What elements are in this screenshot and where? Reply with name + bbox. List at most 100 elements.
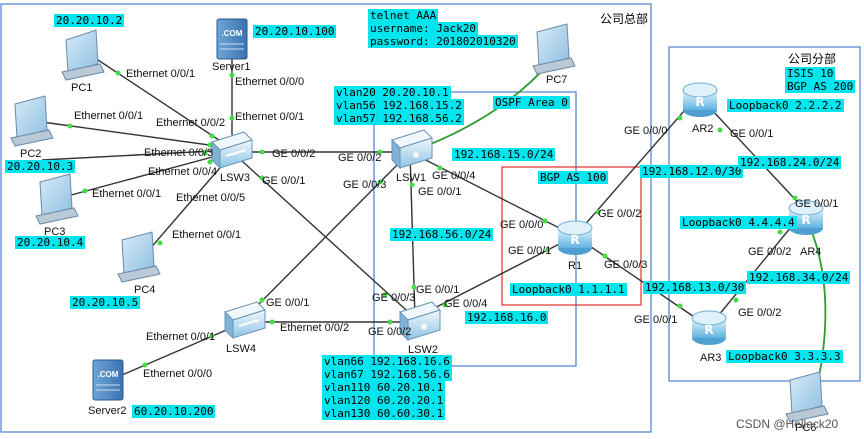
pc4-name: PC4	[134, 284, 156, 296]
port-label: GE 0/0/1	[730, 128, 774, 140]
port-label: Ethernet 0/0/1	[126, 68, 196, 80]
port-label: GE 0/0/3	[604, 259, 648, 271]
port-label: GE 0/0/2	[272, 148, 316, 160]
lsw1-vlan-line: vlan57 192.168.56.2	[334, 112, 464, 125]
pc1-icon	[61, 29, 105, 81]
port-label: Ethernet 0/0/0	[143, 368, 213, 380]
lsw2-icon: ✱	[399, 301, 441, 342]
lsw2-vlan-line: vlan130 60.60.30.1	[322, 407, 446, 420]
port-label: GE 0/0/1	[266, 297, 310, 309]
pc3-icon	[35, 173, 79, 225]
network-13-label: 192.168.13.0/30	[643, 281, 747, 294]
lsw4-name: LSW4	[226, 343, 256, 355]
pc1-ip-label: 20.20.10.2	[54, 14, 125, 27]
network-12-label: 192.168.12.0/30	[640, 165, 744, 178]
ar3-name: AR3	[700, 352, 722, 364]
port-label: GE 0/0/2	[738, 307, 782, 319]
pc1-name: PC1	[71, 82, 93, 94]
telnet-line-1: telnet AAA	[368, 9, 439, 22]
svg-text:R: R	[570, 233, 579, 247]
port-label: GE 0/0/1	[634, 314, 678, 326]
hq-region-title: 公司总部	[600, 12, 649, 26]
port-label: GE 0/0/1	[262, 175, 306, 187]
lsw2-vlan-line: vlan110 60.20.10.1	[322, 381, 446, 394]
ar2-name: AR2	[692, 123, 714, 135]
ar4-loopback-label: Loopback0 4.4.4.4	[680, 216, 797, 229]
server1-ip-label: 20.20.10.100	[253, 25, 337, 38]
port-label: Ethernet 0/0/2	[156, 117, 226, 129]
bgp-as100-box	[501, 166, 642, 306]
server2-icon: .COM	[92, 359, 124, 401]
port-label: Ethernet 0/0/1	[74, 110, 144, 122]
lsw4-icon	[224, 301, 266, 340]
hq-region-box	[0, 3, 652, 433]
pc6-name: PC6	[795, 422, 817, 434]
svg-text:.COM: .COM	[98, 370, 119, 379]
pc2-name: PC2	[20, 148, 42, 160]
ar2-loopback-label: Loopback0 2.2.2.2	[727, 99, 844, 112]
lsw1-vlan-line: vlan20 20.20.10.1	[334, 86, 451, 99]
ar3-loopback-label: Loopback0 3.3.3.3	[726, 350, 843, 363]
branch-region-title: 公司分部	[788, 52, 837, 66]
svg-text:R: R	[704, 323, 713, 337]
pc2-icon	[10, 95, 54, 147]
lsw2-vlan-line: vlan67 192.168.56.6	[322, 368, 452, 381]
port-label: GE 0/0/0	[500, 219, 544, 231]
telnet-line-2: username: Jack20	[368, 22, 478, 35]
link-ar4-pc6	[804, 214, 827, 396]
lsw2-name: LSW2	[408, 344, 438, 356]
port-label: Ethernet 0/0/1	[172, 229, 242, 241]
server1-name: Server1	[212, 61, 251, 73]
port-label: Ethernet 0/0/1	[92, 188, 162, 200]
watermark-text: CSDN @Hellack20	[736, 417, 839, 431]
pc7-icon	[532, 23, 576, 75]
port-label: GE 0/0/1	[508, 245, 552, 257]
r1-name: R1	[568, 260, 583, 272]
r1-icon: R	[557, 220, 593, 255]
pc4-icon	[117, 231, 161, 283]
pc4-ip-label: 20.20.10.5	[70, 296, 141, 309]
lsw3-icon	[211, 131, 253, 170]
port-label: GE 0/0/2	[368, 326, 412, 338]
r1-loopback-label: Loopback0 1.1.1.1	[510, 283, 627, 296]
svg-text:✱: ✱	[412, 151, 420, 161]
ospf-area-label: OSPF Area 0	[493, 96, 570, 109]
network-34-label: 192.168.34.0/24	[747, 271, 851, 284]
branch-bgp-label: BGP AS 200	[785, 80, 856, 93]
lsw1-icon: ✱	[391, 129, 433, 170]
lsw2-vlan-line: vlan66 192.168.16.6	[322, 355, 452, 368]
port-label: GE 0/0/1	[418, 186, 462, 198]
port-label: GE 0/0/3	[343, 179, 387, 191]
ar2-icon: R	[682, 82, 718, 117]
network-56-label: 192.168.56.0/24	[390, 228, 494, 241]
port-dots	[67, 70, 798, 368]
lsw1-vlan-line: vlan56 192.168.15.2	[334, 99, 464, 112]
port-label: Ethernet 0/0/1	[146, 331, 216, 343]
lsw3-name: LSW3	[220, 172, 250, 184]
ar4-name: AR4	[800, 246, 822, 258]
branch-region-box	[668, 46, 861, 382]
ar3-icon: R	[691, 310, 727, 345]
port-label: GE 0/0/2	[338, 152, 382, 164]
ar4-icon: R	[788, 200, 824, 235]
port-label: Ethernet 0/0/5	[176, 192, 246, 204]
network-24-label: 192.168.24.0/24	[738, 156, 842, 169]
branch-isis-label: ISIS 10	[785, 67, 836, 80]
port-label: GE 0/0/2	[598, 208, 642, 220]
network-16-label: 192.168.16.0	[465, 311, 549, 324]
port-label: GE 0/0/4	[444, 298, 488, 310]
pc3-name: PC3	[44, 226, 66, 238]
svg-text:✱: ✱	[420, 323, 428, 333]
svg-text:R: R	[801, 213, 810, 227]
port-label: GE 0/0/1	[416, 284, 460, 296]
port-label: GE 0/0/0	[624, 125, 668, 137]
port-label: Ethernet 0/0/0	[235, 76, 305, 88]
svg-text:R: R	[695, 95, 704, 109]
server2-ip-label: 60.20.10.200	[132, 405, 216, 418]
port-label: Ethernet 0/0/3	[144, 147, 214, 159]
pc2-ip-label: 20.20.10.3	[5, 160, 76, 173]
telnet-line-3: password: 201802010320	[368, 35, 518, 48]
pc3-ip-label: 20.20.10.4	[15, 236, 86, 249]
server2-name: Server2	[88, 405, 127, 417]
